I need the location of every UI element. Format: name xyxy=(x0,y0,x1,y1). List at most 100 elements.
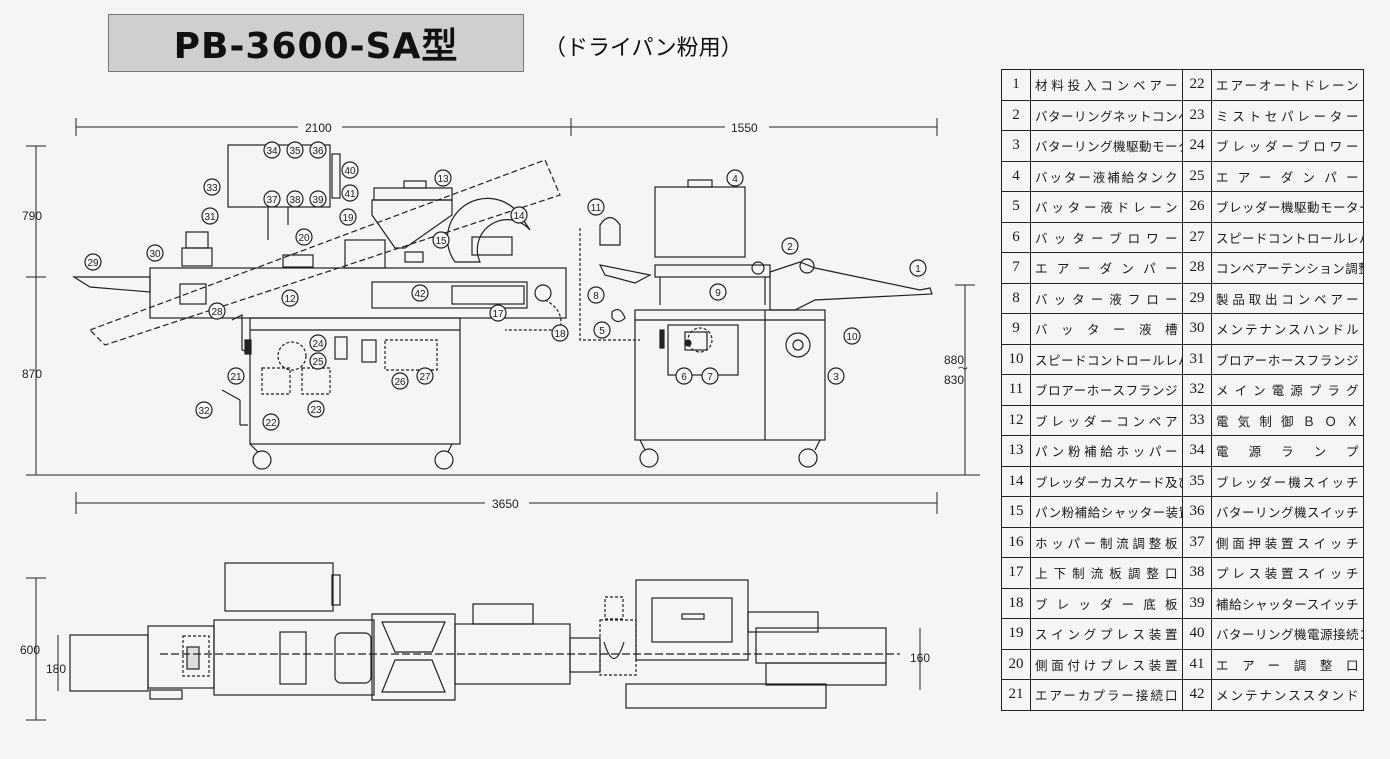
part-name: バッター液槽 xyxy=(1030,313,1183,345)
part-number: 3 xyxy=(1001,130,1031,162)
parts-list-table: 1材料投入コンベアー22エアーオートドレーン2バターリングネットコンベアー23ミ… xyxy=(1001,69,1364,711)
part-name: メンテナンススタンド xyxy=(1211,679,1364,711)
callout-24: 24 xyxy=(309,334,327,352)
svg-text:2: 2 xyxy=(787,242,793,253)
parts-table-row: 19スイングプレス装置40バターリング機電源接続コンセント xyxy=(1001,618,1364,650)
part-number: 9 xyxy=(1001,313,1031,345)
part-name: ホッパー制流調整板 xyxy=(1030,526,1183,558)
part-name: スピードコントロールレバー xyxy=(1211,221,1364,253)
dim-1550: 1550 xyxy=(731,121,758,135)
svg-text:30: 30 xyxy=(149,249,161,260)
callout-5: 5 xyxy=(593,321,611,339)
part-number: 29 xyxy=(1182,282,1212,314)
part-name: パン粉補給シャッター装置 xyxy=(1030,496,1183,528)
part-name: ブレッダーブロワー xyxy=(1211,130,1364,162)
part-number: 6 xyxy=(1001,221,1031,253)
callout-29: 29 xyxy=(84,253,102,271)
callout-32: 32 xyxy=(195,401,213,419)
svg-text:25: 25 xyxy=(312,357,324,368)
svg-text:28: 28 xyxy=(211,307,223,318)
callout-33: 33 xyxy=(203,178,221,196)
callout-34: 34 xyxy=(263,141,281,159)
model-subtitle: （ドライパン粉用） xyxy=(544,36,743,61)
part-number: 8 xyxy=(1001,282,1031,314)
part-name: スピードコントロールレバー xyxy=(1030,343,1183,375)
callout-12: 12 xyxy=(281,289,299,307)
part-name: バッターブロワー xyxy=(1030,221,1183,253)
callout-23: 23 xyxy=(307,400,325,418)
svg-text:24: 24 xyxy=(312,339,324,350)
callout-6: 6 xyxy=(675,367,693,385)
part-number: 14 xyxy=(1001,465,1031,497)
callout-42: 42 xyxy=(411,284,429,302)
part-name: ブレッダー機駆動モーター xyxy=(1211,191,1364,223)
part-name: 側面付けプレス装置 xyxy=(1030,648,1183,680)
part-name: ミストセパレーター xyxy=(1211,99,1364,131)
callout-38: 38 xyxy=(286,190,304,208)
part-name: エアーオートドレーン xyxy=(1211,69,1364,101)
svg-text:10: 10 xyxy=(846,332,858,343)
part-number: 17 xyxy=(1001,557,1031,589)
part-name: エアーダンパー xyxy=(1030,252,1183,284)
part-name: ブロアーホースフランジ xyxy=(1030,374,1183,406)
part-number: 28 xyxy=(1182,252,1212,284)
svg-text:37: 37 xyxy=(266,195,278,206)
svg-text:36: 36 xyxy=(312,146,324,157)
callout-37: 37 xyxy=(263,190,281,208)
part-name: バターリング機電源接続コンセント xyxy=(1211,618,1364,650)
callout-39: 39 xyxy=(309,190,327,208)
part-name: エアーカプラー接続口 xyxy=(1030,679,1183,711)
callout-8: 8 xyxy=(587,286,605,304)
dim-2100: 2100 xyxy=(305,121,332,135)
part-name: 材料投入コンベアー xyxy=(1030,69,1183,101)
dim-880: 880 xyxy=(944,353,964,367)
part-name: ブレッダーコンベア xyxy=(1030,404,1183,436)
part-number: 41 xyxy=(1182,648,1212,680)
svg-text:9: 9 xyxy=(715,288,721,299)
part-name: バターリング機駆動モーター xyxy=(1030,130,1183,162)
svg-text:8: 8 xyxy=(593,291,599,302)
part-number: 26 xyxy=(1182,191,1212,223)
part-name: バッター液ドレーン xyxy=(1030,191,1183,223)
svg-text:11: 11 xyxy=(591,203,602,214)
part-number: 30 xyxy=(1182,313,1212,345)
part-number: 7 xyxy=(1001,252,1031,284)
part-number: 40 xyxy=(1182,618,1212,650)
svg-text:12: 12 xyxy=(284,294,296,305)
part-number: 23 xyxy=(1182,99,1212,131)
machine-drawing: 2100 1550 790 870 880 〜 830 3650 600 180… xyxy=(20,118,980,721)
part-number: 33 xyxy=(1182,404,1212,436)
svg-text:15: 15 xyxy=(435,236,447,247)
svg-text:33: 33 xyxy=(206,183,218,194)
part-name: バターリング機スイッチ xyxy=(1211,496,1364,528)
part-number: 27 xyxy=(1182,221,1212,253)
callout-40: 40 xyxy=(341,161,359,179)
parts-table-row: 10スピードコントロールレバー31ブロアーホースフランジ xyxy=(1001,343,1364,375)
callout-1: 1 xyxy=(909,259,927,277)
callout-20: 20 xyxy=(295,228,313,246)
callout-14: 14 xyxy=(510,206,528,224)
svg-text:41: 41 xyxy=(344,189,356,200)
svg-text:34: 34 xyxy=(266,146,278,157)
svg-text:38: 38 xyxy=(289,195,301,206)
callout-17: 17 xyxy=(489,304,507,322)
callout-15: 15 xyxy=(432,231,450,249)
callout-28: 28 xyxy=(208,302,226,320)
dim-3650: 3650 xyxy=(492,497,519,511)
part-number: 34 xyxy=(1182,435,1212,467)
svg-text:14: 14 xyxy=(513,211,525,222)
part-name: メイン電源プラグ xyxy=(1211,374,1364,406)
svg-text:19: 19 xyxy=(342,213,354,224)
part-number: 22 xyxy=(1182,69,1212,101)
svg-text:35: 35 xyxy=(289,146,301,157)
part-name: プレス装置スイッチ xyxy=(1211,557,1364,589)
side-view-batter xyxy=(579,179,933,468)
part-name: 側面押装置スイッチ xyxy=(1211,526,1364,558)
part-name: 上下制流板調整口 xyxy=(1030,557,1183,589)
model-title-box: PB-3600-SA型 xyxy=(108,14,524,72)
dim-180: 180 xyxy=(46,662,66,676)
parts-table-row: 6バッターブロワー27スピードコントロールレバー xyxy=(1001,221,1364,253)
callout-35: 35 xyxy=(286,141,304,159)
